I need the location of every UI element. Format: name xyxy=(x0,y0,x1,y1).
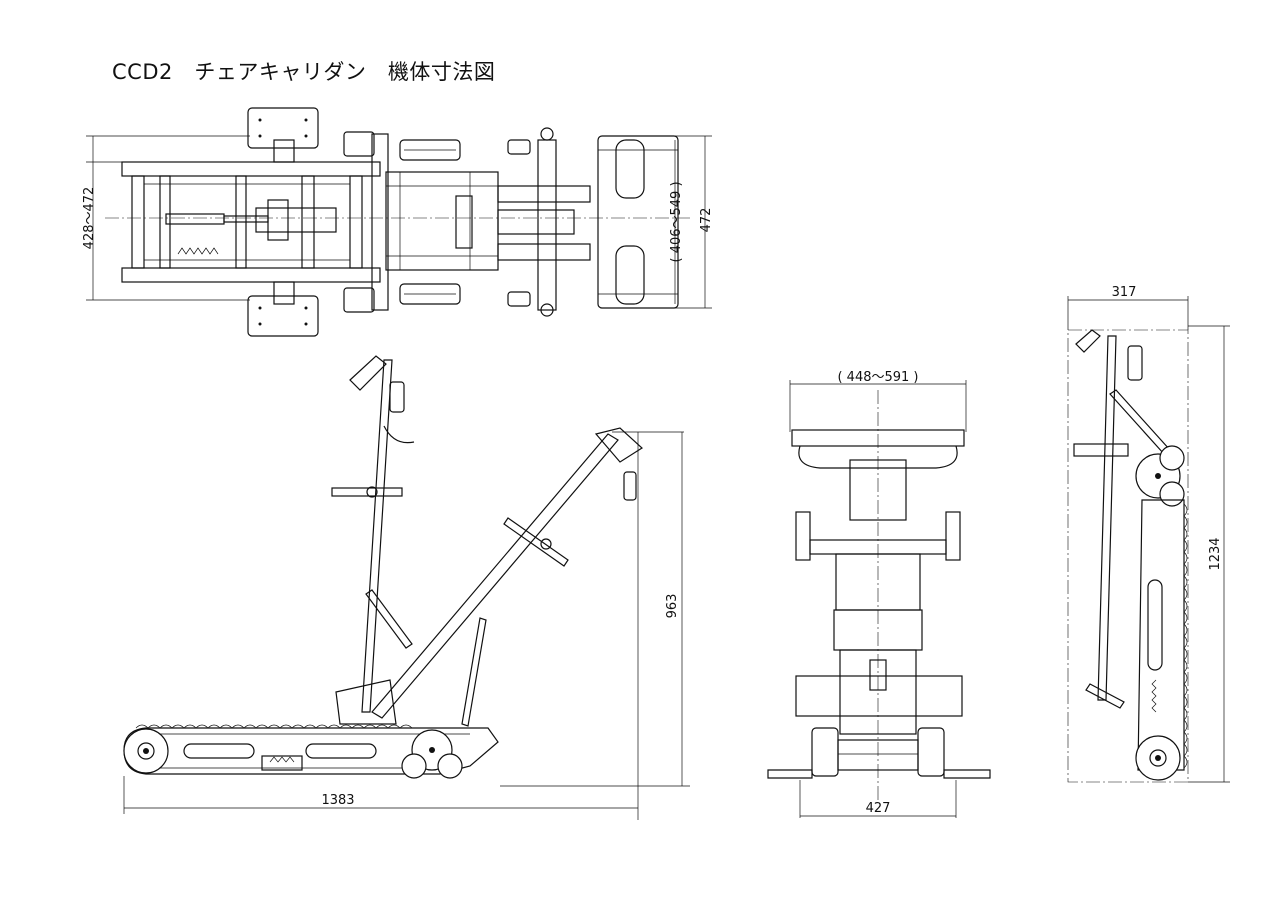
drawing-title: CCD2 チェアキャリダン 機体寸法図 xyxy=(112,60,496,84)
top-view: 428〜472 xyxy=(82,107,714,337)
dim-side-height: 963 xyxy=(665,594,680,619)
dim-rear-width: 317 xyxy=(1112,285,1137,300)
front-view: ( 448〜591 ) 427 xyxy=(767,370,991,818)
dim-front-seat-width: ( 448〜591 ) xyxy=(837,370,918,385)
dim-rear-height: 1234 xyxy=(1208,537,1223,570)
dim-top-overall: 472 xyxy=(699,208,714,233)
rear-view: 317 1234 xyxy=(1067,285,1230,783)
dim-top-width-range: 428〜472 xyxy=(82,187,97,250)
dim-front-base-width: 427 xyxy=(866,801,891,816)
side-view: 1383 963 xyxy=(123,355,690,820)
dim-side-length: 1383 xyxy=(321,793,354,808)
dim-top-seat-range: ( 406〜549 ) xyxy=(669,181,684,262)
